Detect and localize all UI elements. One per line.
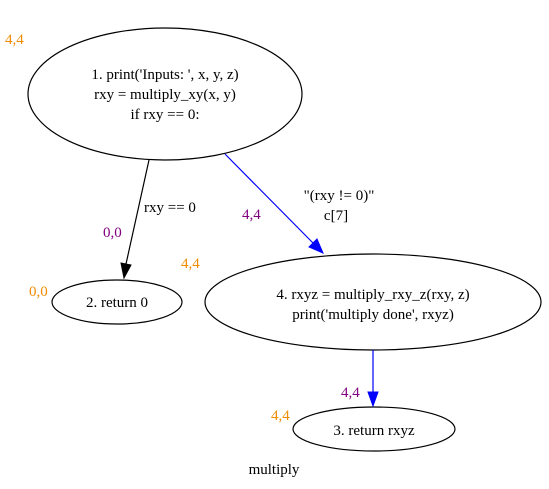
- graph-caption: multiply: [249, 462, 300, 478]
- node-4-count: 4,4: [181, 256, 200, 272]
- edge-4-to-3-count: 4,4: [341, 385, 360, 401]
- node-3-line-1: 3. return rxyz: [333, 423, 415, 439]
- edge-1-to-2-line: [125, 159, 150, 265]
- edge-1-to-2-label: rxy == 0: [144, 200, 196, 216]
- node-3[interactable]: 3. return rxyz: [292, 406, 456, 452]
- edge-4-to-3-arrowhead: [367, 391, 379, 408]
- node-4-line-1: 4. rxyz = multiply_rxy_z(rxy, z): [276, 287, 469, 303]
- edge-1-to-4-arrowhead: [308, 238, 324, 254]
- node-4-line-2: print('multiply done', rxyz): [292, 307, 454, 323]
- edge-1-to-4-label-line-1: "(rxy != 0)": [304, 188, 375, 204]
- node-3-shape: [292, 406, 456, 452]
- edge-4-to-3[interactable]: [367, 350, 379, 408]
- node-1-shape: [27, 27, 303, 161]
- node-3-count: 4,4: [271, 408, 290, 424]
- node-1-line-3: if rxy == 0:: [131, 107, 200, 123]
- node-2-line-1: 2. return 0: [86, 295, 148, 311]
- node-2[interactable]: 2. return 0: [51, 279, 183, 325]
- node-2-shape: [51, 279, 183, 325]
- node-1-count: 4,4: [5, 32, 24, 48]
- node-1[interactable]: 1. print('Inputs: ', x, y, z) rxy = mult…: [27, 27, 303, 161]
- edge-1-to-2[interactable]: [120, 159, 150, 280]
- edge-1-to-2-arrowhead: [120, 262, 132, 280]
- node-1-line-2: rxy = multiply_xy(x, y): [94, 87, 236, 103]
- node-4[interactable]: 4. rxyz = multiply_rxy_z(rxy, z) print('…: [204, 253, 542, 351]
- edge-1-to-4-line: [224, 153, 314, 244]
- node-2-count: 0,0: [29, 284, 48, 300]
- edge-1-to-2-count: 0,0: [103, 225, 122, 241]
- edge-1-to-4-label-line-2: c[7]: [324, 208, 348, 224]
- edge-1-to-4-count: 4,4: [242, 207, 261, 223]
- node-1-line-1: 1. print('Inputs: ', x, y, z): [91, 67, 238, 83]
- edge-1-to-4[interactable]: [224, 153, 324, 254]
